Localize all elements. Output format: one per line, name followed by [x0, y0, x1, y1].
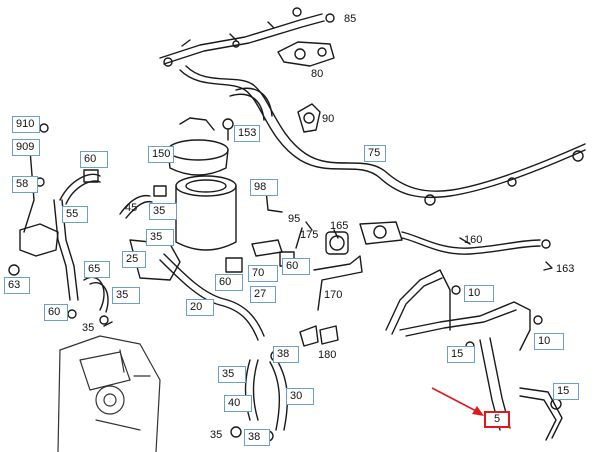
callout-part-35[interactable]: 35 — [210, 429, 223, 441]
callout-part-909[interactable]: 909 — [12, 139, 40, 156]
callout-part-95[interactable]: 95 — [288, 213, 301, 225]
callout-part-153[interactable]: 153 — [234, 125, 260, 142]
callout-part-60[interactable]: 60 — [215, 274, 243, 291]
callout-part-15[interactable]: 15 — [553, 383, 579, 400]
clip-180 — [299, 325, 339, 347]
callout-part-70[interactable]: 70 — [248, 265, 278, 282]
callout-part-5-highlighted[interactable]: 5 — [484, 411, 510, 428]
callout-part-35[interactable]: 35 — [149, 203, 177, 220]
callout-part-38[interactable]: 38 — [273, 346, 299, 363]
callout-part-90[interactable]: 90 — [322, 113, 335, 125]
callout-part-30[interactable]: 30 — [286, 388, 314, 405]
callout-part-35[interactable]: 35 — [112, 287, 140, 304]
bracket-valve-80 — [277, 41, 335, 67]
top-fuel-rail — [159, 7, 335, 67]
callout-part-10[interactable]: 10 — [464, 285, 494, 302]
callout-part-45[interactable]: 45 — [125, 202, 138, 214]
callout-part-15[interactable]: 15 — [447, 346, 475, 363]
high-pressure-pump — [57, 335, 161, 452]
callout-part-80[interactable]: 80 — [311, 68, 324, 80]
callout-part-85[interactable]: 85 — [344, 13, 357, 25]
callout-part-35[interactable]: 35 — [146, 229, 174, 246]
callout-part-55[interactable]: 55 — [62, 206, 88, 223]
callout-part-910[interactable]: 910 — [12, 116, 40, 133]
left-hose-assembly — [19, 149, 265, 341]
valve-165 — [325, 221, 553, 271]
callout-part-35[interactable]: 35 — [82, 322, 95, 334]
callout-part-98[interactable]: 98 — [250, 179, 278, 196]
callout-part-63[interactable]: 63 — [4, 277, 30, 294]
callout-part-10[interactable]: 10 — [534, 333, 564, 350]
callout-part-60[interactable]: 60 — [80, 151, 108, 168]
fuel-line-75 — [179, 65, 586, 206]
callout-part-60[interactable]: 60 — [282, 258, 310, 275]
fuel-line-30-40 — [244, 359, 289, 431]
leader-lines — [103, 229, 471, 327]
callout-part-35[interactable]: 35 — [218, 366, 246, 383]
fuel-filter-cartridge — [175, 175, 237, 251]
callout-part-165[interactable]: 165 — [330, 220, 349, 232]
sensor-90 — [297, 103, 321, 133]
callout-part-40[interactable]: 40 — [224, 395, 252, 412]
fuel-filter-housing-150 — [167, 117, 229, 176]
callout-part-175[interactable]: 175 — [300, 229, 319, 241]
callout-part-60[interactable]: 60 — [44, 304, 68, 321]
callout-part-38[interactable]: 38 — [244, 429, 270, 446]
callout-part-75[interactable]: 75 — [364, 145, 386, 162]
callout-part-150[interactable]: 150 — [148, 146, 174, 163]
callout-part-163[interactable]: 163 — [556, 263, 575, 275]
callout-part-25[interactable]: 25 — [122, 251, 146, 268]
callout-part-180[interactable]: 180 — [318, 349, 337, 361]
callout-part-170[interactable]: 170 — [324, 289, 343, 301]
callout-part-27[interactable]: 27 — [250, 286, 276, 303]
bracket-170 — [313, 255, 363, 311]
callout-part-20[interactable]: 20 — [186, 299, 214, 316]
callout-part-160[interactable]: 160 — [464, 234, 483, 246]
callout-part-65[interactable]: 65 — [84, 261, 110, 278]
callout-part-58[interactable]: 58 — [12, 176, 38, 193]
highlight-arrow — [431, 387, 484, 416]
